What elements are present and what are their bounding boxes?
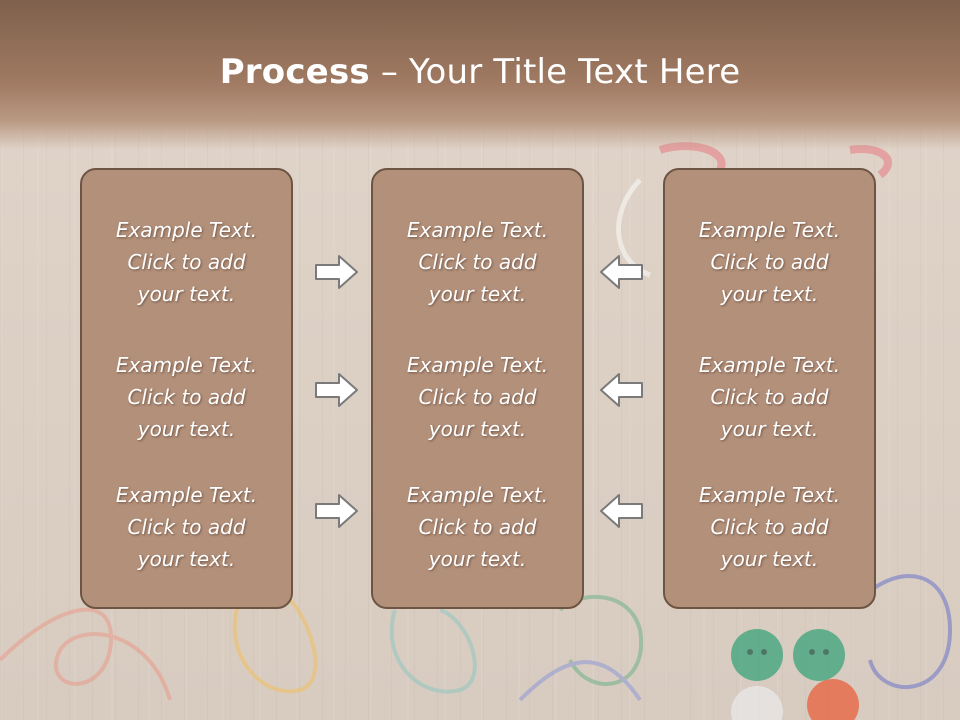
left-arrow-icon[interactable] [597, 491, 645, 531]
panel-left[interactable]: Example Text. Click to add your text. Ex… [80, 168, 293, 609]
text-block[interactable]: Example Text. Click to add your text. [82, 214, 291, 310]
text-line: your text. [428, 417, 527, 441]
text-line: Click to add [710, 515, 829, 539]
left-arrow-icon[interactable] [597, 370, 645, 410]
text-line: Example Text. [698, 483, 841, 507]
title-bar [0, 0, 960, 150]
text-line: Example Text. [698, 218, 841, 242]
text-block[interactable]: Example Text. Click to add your text. [82, 479, 291, 575]
panel-middle[interactable]: Example Text. Click to add your text. Ex… [371, 168, 584, 609]
text-block[interactable]: Example Text. Click to add your text. [665, 349, 874, 445]
text-line: Example Text. [406, 483, 549, 507]
text-line: your text. [720, 547, 819, 571]
text-line: Click to add [418, 515, 537, 539]
text-block[interactable]: Example Text. Click to add your text. [373, 349, 582, 445]
text-line: Click to add [710, 250, 829, 274]
slide-title[interactable]: Process – Your Title Text Here [0, 52, 960, 92]
text-line: Example Text. [115, 218, 258, 242]
text-line: your text. [720, 417, 819, 441]
text-line: Click to add [418, 250, 537, 274]
text-line: your text. [428, 282, 527, 306]
text-block[interactable]: Example Text. Click to add your text. [82, 349, 291, 445]
title-bold: Process [219, 52, 370, 92]
text-line: your text. [428, 547, 527, 571]
text-block[interactable]: Example Text. Click to add your text. [373, 479, 582, 575]
text-block[interactable]: Example Text. Click to add your text. [665, 479, 874, 575]
text-line: your text. [137, 417, 236, 441]
text-line: Example Text. [406, 218, 549, 242]
text-line: your text. [137, 282, 236, 306]
right-arrow-icon[interactable] [313, 491, 361, 531]
text-block[interactable]: Example Text. Click to add your text. [373, 214, 582, 310]
text-block[interactable]: Example Text. Click to add your text. [665, 214, 874, 310]
text-line: Click to add [127, 515, 246, 539]
text-line: your text. [137, 547, 236, 571]
text-line: Click to add [127, 250, 246, 274]
text-line: Example Text. [406, 353, 549, 377]
panel-right[interactable]: Example Text. Click to add your text. Ex… [663, 168, 876, 609]
text-line: Example Text. [115, 353, 258, 377]
text-line: Example Text. [698, 353, 841, 377]
text-line: Click to add [127, 385, 246, 409]
left-arrow-icon[interactable] [597, 252, 645, 292]
right-arrow-icon[interactable] [313, 370, 361, 410]
text-line: Click to add [710, 385, 829, 409]
text-line: Example Text. [115, 483, 258, 507]
right-arrow-icon[interactable] [313, 252, 361, 292]
text-line: your text. [720, 282, 819, 306]
text-line: Click to add [418, 385, 537, 409]
title-rest: – Your Title Text Here [369, 52, 741, 92]
